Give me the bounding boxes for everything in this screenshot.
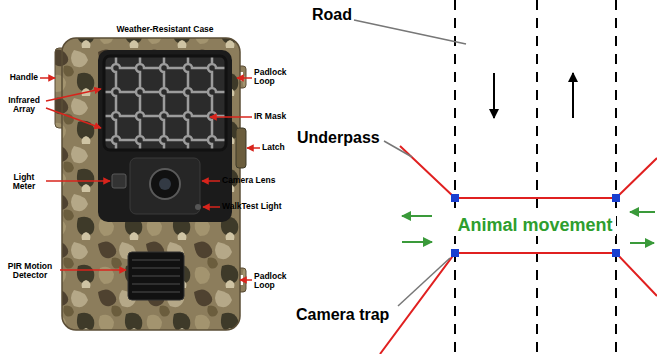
movement-label: Animal movement	[454, 216, 615, 236]
part-label: Padlock Loop	[254, 272, 292, 291]
camera-trap-marks	[612, 194, 620, 202]
camera-trap-label: Camera trap	[296, 306, 389, 324]
camera-lens	[150, 169, 180, 199]
camera-trap-photo	[55, 38, 246, 330]
pir-ribs	[132, 267, 180, 269]
leader-lines	[354, 20, 466, 306]
pir-ribs	[132, 275, 180, 277]
traffic-arrows	[494, 73, 573, 118]
latch	[236, 128, 246, 168]
light-meter	[112, 174, 126, 188]
movement-arrows	[630, 211, 655, 213]
road-edge-lines	[454, 0, 456, 354]
part-label: Light Meter	[4, 173, 44, 192]
road-edge-lines	[455, 0, 616, 354]
pir-ribs	[132, 259, 180, 261]
movement-arrows	[630, 242, 654, 244]
camera-trap-marks	[612, 249, 620, 257]
underpass-walls	[400, 146, 657, 198]
part-label: Latch	[262, 143, 285, 152]
part-label: Infrared Array	[4, 96, 44, 115]
pir-ribs	[132, 291, 180, 293]
camera-trap-marks	[451, 194, 459, 202]
part-label: Padlock Loop	[254, 68, 292, 87]
traffic-arrows	[572, 73, 574, 118]
callout-arrows	[40, 77, 55, 79]
callout-arrows	[237, 77, 252, 79]
camera-trap-marks	[451, 194, 620, 257]
camera-case	[62, 38, 240, 330]
camera-trap-marks	[451, 249, 459, 257]
underpass-walls	[380, 253, 657, 354]
callout-arrows	[46, 180, 110, 182]
part-label: Handle	[4, 73, 38, 82]
underpass-label: Underpass	[297, 129, 380, 147]
pir-detector	[128, 252, 184, 300]
movement-arrows	[402, 212, 655, 243]
callout-arrows	[202, 180, 220, 182]
front-panel	[98, 50, 232, 222]
pir-ribs	[132, 260, 180, 292]
road-label: Road	[312, 6, 352, 24]
ir-mask	[104, 56, 226, 150]
part-label: IR Mask	[254, 112, 286, 121]
callout-arrows	[247, 147, 260, 149]
underpass-diagram	[354, 0, 657, 354]
movement-arrows	[402, 241, 432, 243]
part-label: Camera Lens	[222, 176, 275, 185]
movement-arrows	[402, 215, 432, 217]
walktest-light	[195, 204, 201, 210]
part-label: PIR Motion Detector	[2, 262, 58, 281]
callout-arrows	[46, 89, 101, 101]
pir-ribs	[132, 283, 180, 285]
underpass-walls	[380, 146, 657, 354]
road-edge-lines	[615, 0, 617, 354]
leader-lines	[354, 20, 466, 44]
callout-arrows	[60, 269, 126, 271]
lens-glass	[159, 178, 171, 190]
road-edge-lines	[536, 0, 538, 354]
lens-housing	[130, 158, 200, 214]
leader-lines	[398, 258, 450, 306]
leader-lines	[384, 141, 412, 157]
callout-arrows	[240, 279, 252, 281]
callout-arrows	[210, 116, 252, 118]
title-label: Weather-Resistant Case	[106, 25, 224, 34]
callout-arrows	[46, 108, 101, 128]
callout-arrows	[203, 206, 220, 208]
part-label: WalkTest Light	[222, 202, 282, 211]
traffic-arrows	[493, 73, 495, 118]
